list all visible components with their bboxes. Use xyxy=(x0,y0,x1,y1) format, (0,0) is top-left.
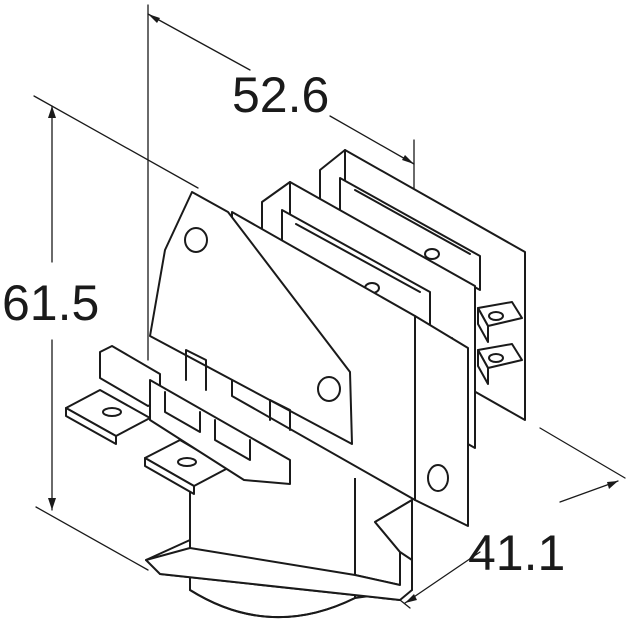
width-dimension: 52.6 xyxy=(147,4,415,361)
rear-screw xyxy=(424,248,440,260)
rear-contact-ridge xyxy=(339,177,481,291)
height-label: 61.5 xyxy=(2,275,99,331)
height-dimension: 61.5 xyxy=(2,95,199,571)
coil xyxy=(189,470,356,619)
width-arrowhead-right xyxy=(402,155,414,164)
terminal-housing-rib-a xyxy=(164,391,201,433)
width-label: 52.6 xyxy=(232,67,329,123)
terminal-housing-rib-b xyxy=(214,419,251,461)
depth-dimension: 41.1 xyxy=(399,427,626,609)
middle-ridge-line xyxy=(295,223,421,293)
coil-terminal-lower-edge xyxy=(144,457,195,495)
terminal-housing-front xyxy=(149,379,291,485)
front-frame-flange xyxy=(414,315,469,527)
width-dimension-line-a xyxy=(147,13,251,71)
coil-terminal-upper-edge xyxy=(65,407,117,445)
coil-bottom-edge xyxy=(189,589,356,619)
height-extension-line-bottom xyxy=(35,506,149,571)
depth-arrowhead-front xyxy=(405,594,417,603)
bracket-slot-right xyxy=(269,399,291,431)
mounting-bracket xyxy=(149,191,353,445)
relay-body xyxy=(65,149,526,619)
coil-terminal-upper-hole xyxy=(102,407,122,417)
height-extension-line-top xyxy=(33,95,199,189)
height-arrowhead-top xyxy=(48,106,56,118)
depth-dimension-line-a xyxy=(404,551,481,604)
bracket-hole-bottom xyxy=(317,376,341,402)
bracket-plate xyxy=(149,191,353,445)
depth-extension-line-back xyxy=(539,427,626,479)
depth-arrowhead-back xyxy=(607,481,618,489)
depth-label: 41.1 xyxy=(468,525,565,581)
height-arrowhead-bottom xyxy=(48,498,56,510)
bracket-hole-top xyxy=(184,227,208,253)
base-plate-upright xyxy=(374,499,413,561)
width-dimension-line-b xyxy=(329,115,415,165)
rear-terminals xyxy=(477,301,523,385)
rear-terminal-top-side xyxy=(477,307,489,343)
rear-terminal-top-hole xyxy=(488,311,504,321)
rear-terminal-bottom-hole xyxy=(488,353,504,363)
bracket-slot-left xyxy=(185,349,207,391)
base-plate xyxy=(145,499,413,601)
front-frame-hole xyxy=(427,464,449,492)
coil-terminals xyxy=(65,345,291,495)
rear-ridge-line xyxy=(354,189,471,255)
coil-terminal-lower-hole xyxy=(177,457,197,467)
width-arrowhead-left xyxy=(148,14,160,23)
rear-terminal-bottom-side xyxy=(477,349,489,385)
depth-extension-line-front xyxy=(399,599,411,609)
coil-body xyxy=(189,470,356,619)
